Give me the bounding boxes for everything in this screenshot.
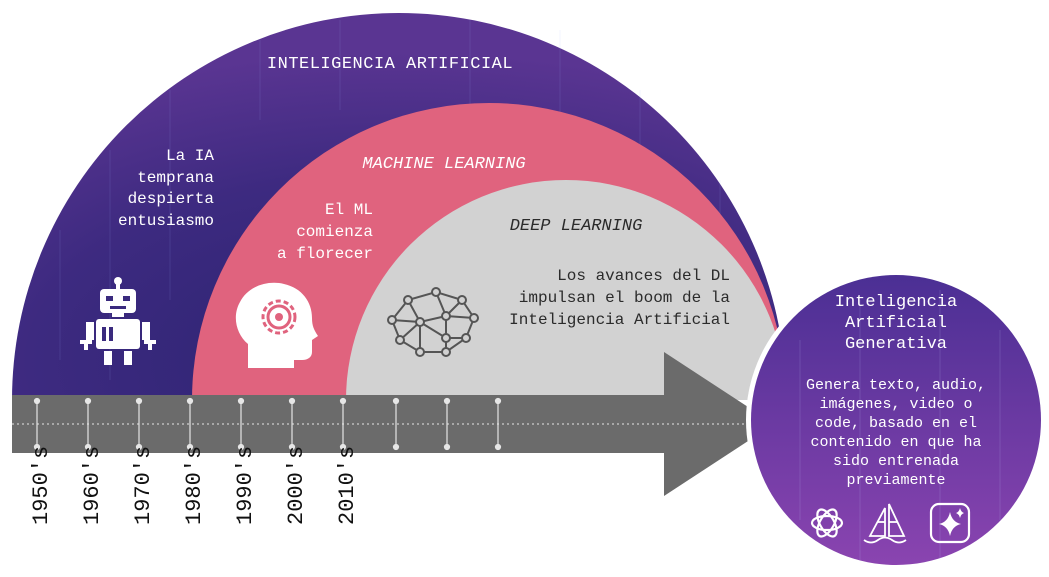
ml-caption: El ML comienza a florecer (277, 201, 373, 263)
timeline-tick-dot (186, 397, 194, 405)
dl-caption-line: impulsan el boom de la (519, 289, 731, 307)
timeline-tick-dot (443, 443, 451, 451)
ai-caption-line: entusiasmo (118, 212, 214, 230)
ai-caption-line: La IA (166, 147, 214, 165)
decade-label: 1950's (29, 446, 54, 525)
ai-caption-line: despierta (128, 190, 215, 208)
robot-icon (80, 277, 156, 365)
decade-label: 1970's (131, 446, 156, 525)
genai-title: Inteligencia Artificial Generativa (835, 293, 957, 354)
timeline-tick-dot (33, 443, 41, 451)
dl-caption-line: Inteligencia Artificial (509, 311, 730, 329)
timeline-tick-dot (84, 397, 92, 405)
timeline-ticks (33, 397, 502, 451)
timeline-tick-dot (33, 397, 41, 405)
ml-title: MACHINE LEARNING (362, 155, 525, 174)
timeline-tick-dot (135, 443, 143, 451)
head-gear-icon (235, 282, 318, 368)
decade-label: 1960's (80, 446, 105, 525)
ai-caption: La IA temprana despierta entusiasmo (118, 147, 214, 230)
timeline-tick-dot (186, 443, 194, 451)
ml-caption-line: El ML (325, 201, 373, 219)
timeline-tick-dot (339, 443, 347, 451)
timeline-arrow (12, 352, 774, 496)
neural-network-icon (387, 287, 479, 357)
dl-title: DEEP LEARNING (510, 217, 643, 236)
timeline-tick-dot (135, 397, 143, 405)
timeline-tick-dot (443, 397, 451, 405)
timeline-tick-dot (84, 443, 92, 451)
ai-title: INTELIGENCIA ARTIFICIAL (267, 55, 513, 74)
dl-caption-line: Los avances del DL (557, 267, 730, 285)
decade-labels: 1950's 1960's 1970's 1980's 1990's 2000'… (29, 446, 360, 525)
ai-caption-line: temprana (137, 169, 214, 187)
decade-label: 2000's (284, 446, 309, 525)
genai-caption-line: previamente (846, 472, 945, 489)
timeline-tick-dot (339, 397, 347, 405)
timeline-tick-dot (288, 443, 296, 451)
genai-caption-line: contenido en que ha (810, 434, 981, 451)
sailboat-icon (863, 503, 907, 544)
genai-caption-line: imágenes, video o (819, 396, 972, 413)
dl-caption: Los avances del DL impulsan el boom de l… (509, 267, 730, 329)
timeline-tick-dot (237, 443, 245, 451)
decade-label: 1990's (233, 446, 258, 525)
timeline-tick-dot (494, 397, 502, 405)
ml-caption-line: comienza (296, 223, 373, 241)
genai-title-line: Artificial (845, 314, 947, 333)
genai-caption-line: code, basado en el (815, 415, 977, 432)
genai-title-line: Generativa (845, 335, 947, 354)
genai-region (746, 270, 1046, 570)
timeline-tick-dot (392, 397, 400, 405)
timeline-tick-dot (392, 443, 400, 451)
sparkle-icon (929, 502, 971, 544)
genai-caption-line: Genera texto, audio, (806, 377, 986, 394)
ml-caption-line: a florecer (277, 245, 373, 263)
timeline-tick-dot (237, 397, 245, 405)
genai-caption: Genera texto, audio, imágenes, video o c… (806, 377, 986, 489)
genai-caption-line: sido entrenada (833, 453, 959, 470)
decade-label: 1980's (182, 446, 207, 525)
openai-icon (810, 508, 844, 538)
decade-label: 2010's (335, 446, 360, 525)
timeline-tick-dot (494, 443, 502, 451)
timeline-tick-dot (288, 397, 296, 405)
genai-title-line: Inteligencia (835, 293, 957, 312)
